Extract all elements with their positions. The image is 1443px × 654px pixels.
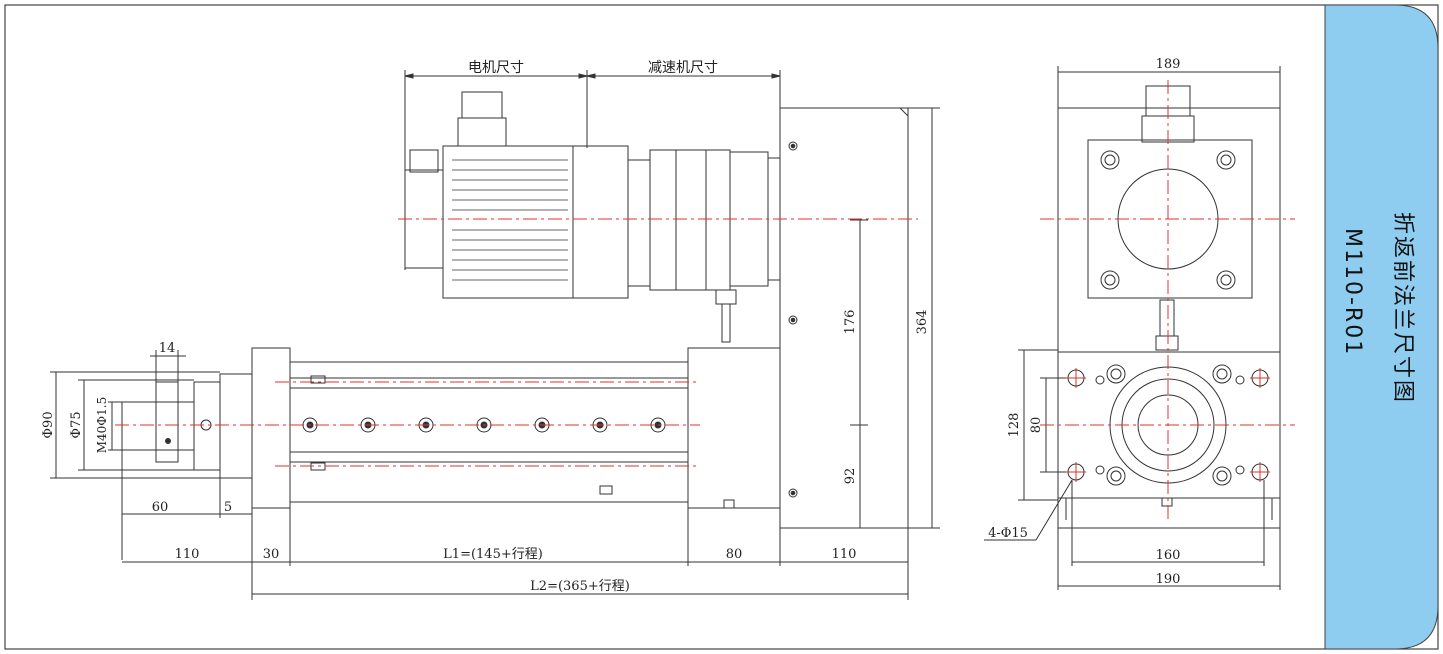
dim-92: 92	[843, 468, 858, 485]
side-view	[50, 70, 940, 600]
dim-60: 60	[152, 500, 169, 515]
dim-l2: L2=(365+行程)	[530, 579, 630, 594]
model-number: M110-R01	[1340, 228, 1365, 356]
hole-crosshairs	[1066, 368, 1270, 482]
dim-l1: L1=(145+行程)	[443, 547, 543, 562]
motor-size-label: 电机尺寸	[468, 60, 524, 76]
dim-190: 190	[1156, 572, 1181, 587]
dim-189: 189	[1156, 57, 1181, 72]
reducer-size-label: 减速机尺寸	[648, 60, 718, 76]
end-centerlines	[1040, 80, 1295, 520]
side-centerlines	[115, 218, 918, 467]
dim-hole: 4-Φ15	[988, 526, 1028, 541]
dim-160: 160	[1156, 548, 1181, 563]
dim-phi75: Φ75	[69, 411, 84, 438]
dim-364: 364	[915, 310, 930, 335]
dim-80-end: 80	[1029, 417, 1044, 434]
drawing-title: 折返前法兰尺寸图	[1390, 212, 1415, 404]
dim-110-left: 110	[175, 547, 200, 562]
dim-128: 128	[1007, 413, 1022, 438]
title-panel	[1324, 4, 1439, 650]
dim-phi90: Φ90	[41, 411, 56, 438]
dim-5: 5	[224, 500, 232, 515]
dim-m40: M40Φ1.5	[95, 397, 109, 453]
dim-14: 14	[159, 341, 176, 356]
dim-30: 30	[263, 547, 280, 562]
dim-176: 176	[843, 310, 858, 335]
dim-80: 80	[726, 547, 743, 562]
dim-110-right: 110	[832, 547, 857, 562]
